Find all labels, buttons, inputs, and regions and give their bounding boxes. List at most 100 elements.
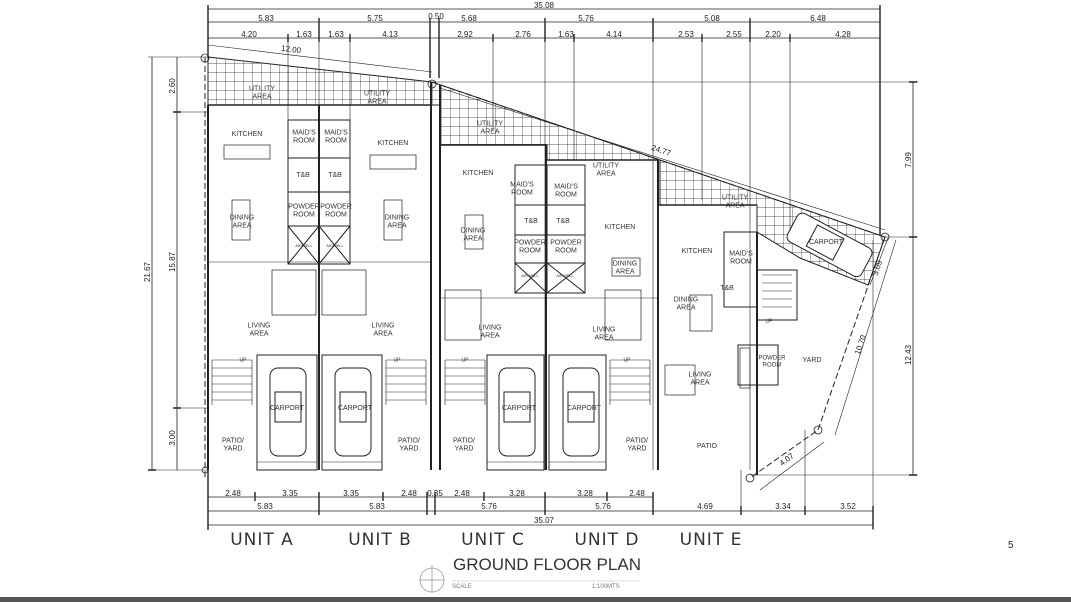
room-label: LIVING AREA xyxy=(247,322,271,337)
dim-bottom-sub: 3.35 xyxy=(343,489,359,498)
room-label: MAID'S ROOM xyxy=(510,181,534,196)
room-label: UP xyxy=(393,357,401,364)
room-label: DINING AREA xyxy=(384,214,410,229)
room-label: UP xyxy=(461,357,469,364)
dim-top-sub: 1.63 xyxy=(296,30,312,39)
dim-bottom-unit: 3.34 xyxy=(775,502,791,511)
dim-left: 3.00 xyxy=(168,430,177,446)
scale-symbol-icon xyxy=(419,565,445,593)
scale-label: SCALE xyxy=(452,584,472,590)
dim-top-unit: 6.48 xyxy=(810,14,826,23)
room-label: MAID'S ROOM xyxy=(324,129,348,144)
dim-top-sub: 4.14 xyxy=(606,30,622,39)
room-label: AIRWELL xyxy=(521,272,539,278)
bottom-dimension-lines xyxy=(207,240,874,530)
room-label: KITCHEN xyxy=(604,224,636,232)
dim-bottom-sub: 3.28 xyxy=(509,489,525,498)
scale-value: 1:100MTS xyxy=(592,584,620,590)
room-label: UP xyxy=(765,318,773,325)
room-label: PATIO xyxy=(697,443,717,451)
unit-label-e: UNIT E xyxy=(679,530,743,550)
unit-label-c: UNIT C xyxy=(461,530,525,550)
carports xyxy=(256,212,873,471)
room-label: AIRWELL xyxy=(295,242,313,248)
side-dimension-lines xyxy=(148,56,918,476)
dim-bottom-sub: 2.48 xyxy=(454,489,470,498)
room-label: LIVING AREA xyxy=(371,322,395,337)
room-label: LIVING AREA xyxy=(592,326,616,341)
dim-bottom-sub: 2.48 xyxy=(629,489,645,498)
dim-top-total: 35.08 xyxy=(533,1,555,10)
unit-label-a: UNIT A xyxy=(230,530,294,550)
dim-top-sub: 4.13 xyxy=(382,30,398,39)
dim-bottom-total: 35.07 xyxy=(533,516,555,525)
room-label: PATIO/ YARD xyxy=(626,437,648,452)
dim-left-total: 21.67 xyxy=(143,261,152,283)
room-label: KITCHEN xyxy=(231,131,263,139)
room-label: CARPORT xyxy=(501,405,537,413)
room-label: LIVING AREA xyxy=(688,371,712,386)
room-label: YARD xyxy=(802,357,822,365)
unit-label-b: UNIT B xyxy=(348,530,412,550)
dim-top-sub: 2.55 xyxy=(726,30,742,39)
room-label: T&B xyxy=(296,172,310,180)
bottom-border xyxy=(0,597,1071,602)
room-label: T&B xyxy=(524,218,538,226)
room-label: DINING AREA xyxy=(229,214,255,229)
dim-bottom-unit: 5.83 xyxy=(257,502,273,511)
room-label: PATIO/ YARD xyxy=(398,437,420,452)
room-label: KITCHEN xyxy=(681,248,713,256)
dim-left: 2.60 xyxy=(168,78,177,94)
dim-top-unit: 0.50 xyxy=(428,12,444,21)
dim-top-sub: 2.53 xyxy=(678,30,694,39)
dim-bottom-unit: 5.76 xyxy=(481,502,497,511)
room-label: POWDER ROOM xyxy=(550,239,582,254)
dim-bottom-unit: 4.69 xyxy=(697,502,713,511)
dim-top-sub: 4.28 xyxy=(835,30,851,39)
unit-label-d: UNIT D xyxy=(574,530,640,550)
dim-top-unit: 5.75 xyxy=(367,14,383,23)
car-icons xyxy=(269,212,873,457)
room-label: KITCHEN xyxy=(462,170,494,178)
room-label: UTILITY AREA xyxy=(248,85,276,100)
room-label: CARPORT xyxy=(566,405,602,413)
room-label: DINING AREA xyxy=(673,296,699,311)
room-label: UTILITY AREA xyxy=(363,90,391,105)
dim-top-sub: 2.92 xyxy=(457,30,473,39)
unit-walls xyxy=(207,82,758,475)
dim-top-unit: 5.76 xyxy=(578,14,594,23)
dim-bottom-sub: 0.35 xyxy=(427,489,443,498)
dim-top-unit: 5.68 xyxy=(461,14,477,23)
room-label: MAID'S ROOM xyxy=(292,129,316,144)
column-markers xyxy=(200,53,890,483)
room-label: POWDER ROOM xyxy=(288,203,320,218)
room-label: MAID'S ROOM xyxy=(554,183,578,198)
dim-top-unit: 5.83 xyxy=(258,14,274,23)
room-label: MAID'S ROOM xyxy=(729,250,753,265)
dim-bottom-unit: 3.52 xyxy=(840,502,856,511)
room-label: POWDER ROOM xyxy=(758,355,786,368)
drawing-title: GROUND FLOOR PLAN xyxy=(453,555,641,574)
dim-right: 7.99 xyxy=(904,152,913,168)
room-label: UTILITY AREA xyxy=(592,162,620,177)
room-label: UTILITY AREA xyxy=(721,194,749,209)
dim-bottom-unit: 5.76 xyxy=(595,502,611,511)
stairs xyxy=(211,274,792,405)
dim-left: 15.87 xyxy=(168,251,177,273)
furniture xyxy=(223,144,751,396)
room-label: POWDER ROOM xyxy=(514,239,546,254)
page-number: 5 xyxy=(1008,540,1014,551)
room-label: UP xyxy=(623,357,631,364)
room-label: KITCHEN xyxy=(377,140,409,148)
dim-top-sub: 4.20 xyxy=(241,30,257,39)
dim-bottom-sub: 2.48 xyxy=(225,489,241,498)
dim-top-sub: 2.20 xyxy=(765,30,781,39)
room-label: UP xyxy=(239,357,247,364)
top-dimension-lines xyxy=(207,5,881,470)
room-label: CARPORT xyxy=(269,405,305,413)
service-blocks xyxy=(287,119,798,386)
room-label: PATIO/ YARD xyxy=(222,437,244,452)
room-label: LIVING AREA xyxy=(478,324,502,339)
room-label: AIRWELL xyxy=(326,242,344,248)
